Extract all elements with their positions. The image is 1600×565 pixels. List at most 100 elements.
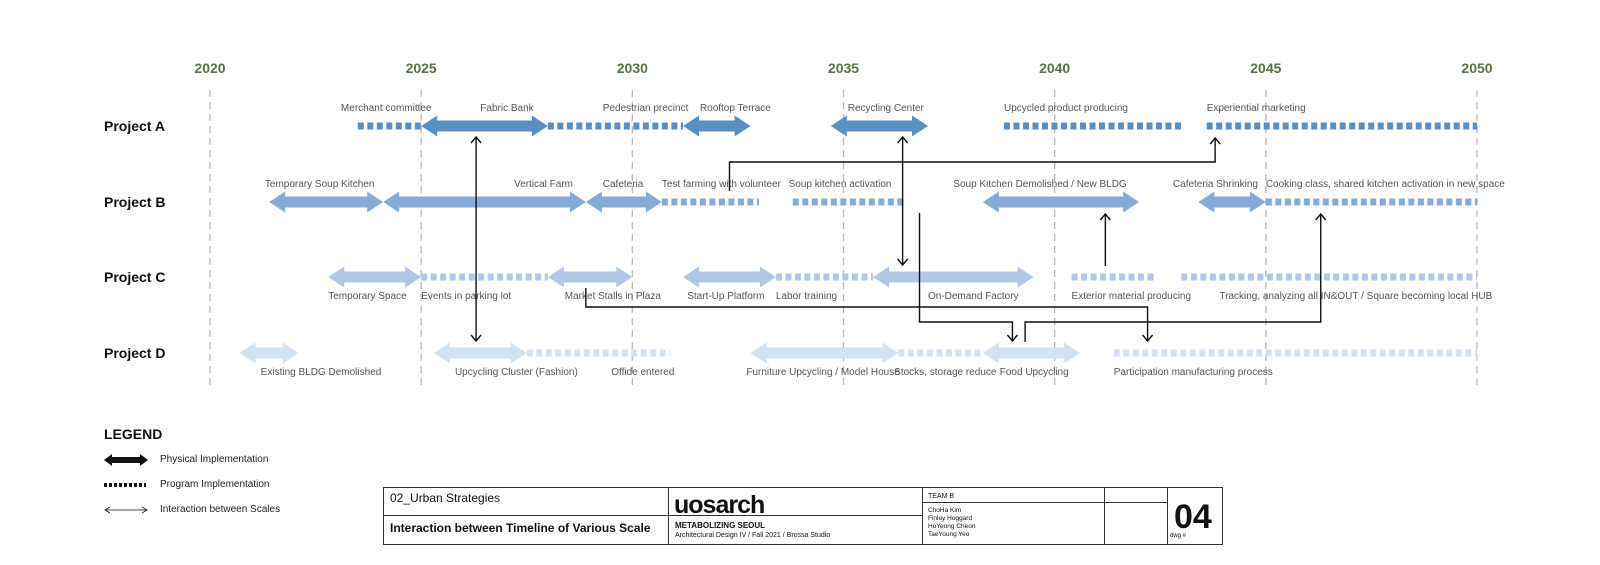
physical-implementation-arrow — [421, 115, 548, 137]
item-label: Furniture Upcycling / Model House — [746, 367, 900, 378]
item-label: Vertical Farm — [514, 179, 573, 190]
legend-title: LEGEND — [104, 426, 163, 442]
year-tick-label: 2035 — [828, 60, 859, 76]
interaction-line — [585, 288, 1149, 341]
drawing-number: 04 — [1174, 498, 1212, 536]
legend-physical: Physical Implementation — [104, 453, 344, 467]
physical-implementation-arrow — [433, 342, 527, 364]
physical-implementation-arrow — [873, 266, 1034, 288]
year-axis: 2020 2025 2030 2035 2040 2045 2050 — [194, 60, 1492, 76]
legend-interaction-label: Interaction between Scales — [160, 504, 281, 515]
project-name: METABOLIZING SEOUL — [675, 521, 766, 530]
interaction-line — [728, 138, 1216, 191]
item-label: Food Upcycling — [1000, 367, 1069, 378]
item-label: On-Demand Factory — [928, 291, 1019, 302]
sheet-name: 02_Urban Strategies — [390, 491, 501, 505]
physical-implementation-arrow — [750, 342, 899, 364]
arrow-head — [1142, 334, 1154, 343]
item-label: Pedestrian precinct — [603, 103, 689, 114]
item-label: Offide entered — [611, 367, 674, 378]
physical-implementation-arrow — [383, 191, 586, 213]
item-label: Cooking class, shared kitchen activation… — [1266, 179, 1505, 190]
year-tick-label: 2050 — [1461, 60, 1492, 76]
item-label: Labor training — [776, 291, 837, 302]
legend-interaction: Interaction between Scales — [104, 503, 344, 517]
arrow-head — [897, 258, 909, 267]
item-label: Temporary Soup Kitchen — [265, 179, 375, 190]
physical-implementation-arrow — [830, 115, 928, 137]
uosarch-logo: uosarch — [674, 491, 765, 519]
item-label: Upcycling Cluster (Fashion) — [455, 367, 578, 378]
arrow-head — [470, 334, 482, 343]
item-label: Experiential marketing — [1207, 103, 1306, 114]
item-label: Recycling Center — [848, 103, 925, 114]
arrow-head — [1006, 334, 1018, 343]
physical-implementation-arrow — [683, 266, 776, 288]
project-row-label: Project D — [104, 345, 165, 361]
year-tick-label: 2025 — [406, 60, 437, 76]
title-block: 02_Urban Strategies Interaction between … — [383, 487, 1223, 545]
year-tick-label: 2040 — [1039, 60, 1070, 76]
project-row-label: Project A — [104, 118, 165, 134]
physical-implementation-arrow — [239, 342, 299, 364]
arrow-head — [1209, 136, 1221, 145]
item-label: Rooftop Terrace — [700, 103, 771, 114]
arrow-head — [1315, 212, 1327, 221]
physical-implementation-arrow — [982, 191, 1140, 213]
double-arrow-icon — [104, 454, 148, 466]
dashed-bar-icon — [104, 483, 146, 487]
item-label: Tracking, analyzing all IN&OUT / Square … — [1219, 291, 1492, 302]
item-label: Fabric Bank — [480, 103, 534, 114]
item-label: Exterior material producing — [1072, 291, 1192, 302]
interaction-line — [918, 213, 1014, 341]
legend: LEGEND Physical Implementation Program I… — [104, 426, 344, 526]
thin-arrow-icon — [104, 506, 148, 514]
item-label: Soup kitchen activation — [789, 179, 892, 190]
team-member: HoYeong Cheon — [928, 523, 976, 530]
team-name: TEAM B — [928, 493, 955, 500]
item-label: Events in parking lot — [421, 291, 511, 302]
arrow-head — [470, 135, 482, 144]
sheet-title: Interaction between Timeline of Various … — [390, 521, 651, 535]
item-label: Market Stalls in Plaza — [565, 291, 662, 302]
physical-implementation-arrow — [328, 266, 422, 288]
interaction-line — [1024, 214, 1322, 342]
team-member: ChoHa Kim — [928, 507, 962, 514]
interaction-arrows — [470, 135, 1327, 343]
course-info: Architectural Design IV / Fall 2021 / Br… — [675, 532, 831, 539]
team-member: Finley Hoggard — [928, 515, 973, 522]
year-tick-label: 2030 — [617, 60, 648, 76]
project-labels: Project A Project B Project C Project D — [104, 118, 165, 361]
item-label: Cafeteria Shrinking — [1173, 179, 1258, 190]
drawing-number-label: dwg # — [1170, 533, 1187, 539]
item-label: Test farming with volunteer — [662, 179, 782, 190]
timeline-items: Merchant committee Fabric Bank Pedestrian … — [239, 103, 1505, 378]
legend-program-label: Program Implementation — [160, 479, 270, 490]
physical-implementation-arrow — [585, 191, 662, 213]
item-label: Stocks, storage reduce — [894, 367, 997, 378]
physical-implementation-arrow — [269, 191, 384, 213]
arrow-head — [897, 135, 909, 144]
item-label: Participation manufacturing process — [1114, 367, 1273, 378]
legend-program: Program Implementation — [104, 478, 344, 492]
item-label: Merchant committee — [341, 103, 432, 114]
project-row-label: Project C — [104, 269, 165, 285]
year-grid — [209, 90, 1478, 388]
item-label: Cafeteria — [603, 179, 644, 190]
item-label: Existing BLDG Demolished — [261, 367, 382, 378]
year-tick-label: 2020 — [194, 60, 225, 76]
project-row-label: Project B — [104, 194, 165, 210]
item-label: Temporary Space — [328, 291, 407, 302]
item-label: Soup Kitchen Demolished / New BLDG — [953, 179, 1127, 190]
physical-implementation-arrow — [1198, 191, 1266, 213]
item-label: Upcycled product producing — [1004, 103, 1128, 114]
team-member: TaeYoung Yeo — [928, 531, 970, 538]
physical-implementation-arrow — [683, 115, 751, 137]
physical-implementation-arrow — [982, 342, 1081, 364]
legend-physical-label: Physical Implementation — [160, 454, 269, 465]
year-tick-label: 2045 — [1250, 60, 1281, 76]
item-label: Start-Up Platform — [687, 291, 764, 302]
physical-implementation-arrow — [547, 266, 633, 288]
arrow-head — [1099, 212, 1111, 221]
